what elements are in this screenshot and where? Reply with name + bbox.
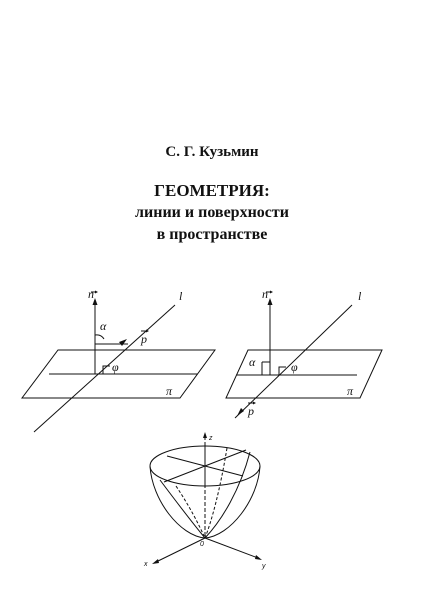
title-line-1: ГЕОМЕТРИЯ: [154, 181, 270, 200]
left-phi-arc [102, 365, 110, 374]
title-line-3: в пространстве [156, 226, 268, 243]
right-label-p: p [247, 404, 254, 418]
left-alpha-arc [94, 334, 105, 340]
paraboloid-axes [152, 432, 262, 564]
right-label-alpha: α [249, 355, 256, 369]
left-label-phi: φ [112, 360, 119, 374]
right-label-l: l [358, 289, 362, 303]
right-p-vector [237, 401, 256, 416]
paraboloid-label-y: y [261, 563, 266, 570]
right-alpha-marker [261, 361, 270, 375]
right-normal-vector [266, 290, 273, 375]
left-label-p: p [140, 332, 147, 346]
left-p-vector [119, 329, 149, 346]
right-line-l [234, 304, 353, 419]
book-title: ГЕОМЕТРИЯ: линии и поверхности в простра… [0, 180, 424, 246]
paraboloid-label-x: x [143, 561, 148, 568]
left-label-alpha: α [100, 319, 107, 333]
right-plane [225, 349, 383, 399]
paraboloid-surface [149, 445, 261, 539]
left-label-pi: π [166, 384, 173, 398]
left-normal-vector [91, 290, 98, 374]
paraboloid-label-z: z [208, 435, 213, 442]
left-label-l: l [179, 289, 183, 303]
left-label-n: n [88, 287, 94, 301]
title-line-2: линии и поверхности [135, 204, 289, 221]
right-label-pi: π [347, 384, 354, 398]
right-label-phi: φ [291, 360, 298, 374]
left-plane [21, 349, 216, 399]
right-phi-arc [278, 366, 286, 375]
paraboloid-label-o: 0 [200, 541, 204, 548]
author-name: С. Г. Кузьмин [165, 144, 259, 160]
left-line-l [33, 304, 176, 433]
right-label-n: n [262, 287, 268, 301]
